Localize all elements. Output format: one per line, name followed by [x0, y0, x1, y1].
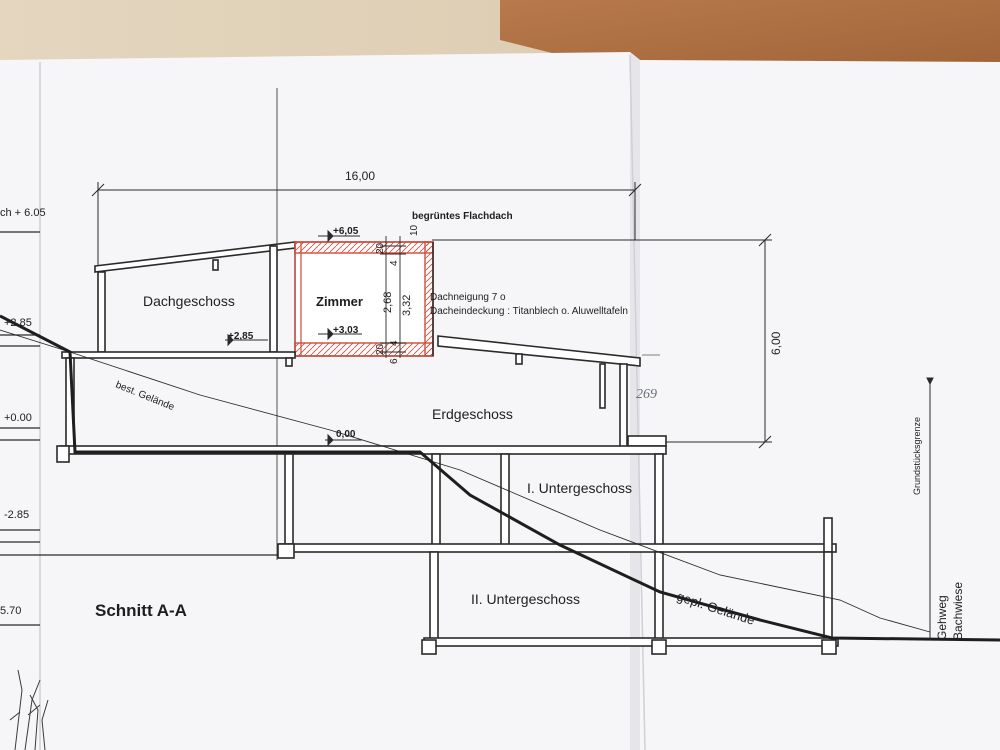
level-zimmer-floor-label: +3,03: [333, 325, 359, 336]
planned-terrain-line: [0, 314, 1000, 642]
level-zero-label: 0,00: [336, 429, 356, 440]
zimmer-dim-right-mid: 3,32: [401, 295, 413, 316]
roof-note-neigung: Dachneigung 7 o: [430, 292, 506, 303]
zimmer-room: [294, 241, 434, 357]
level-top-label: +6,05: [333, 226, 359, 237]
paper-fold-line: [629, 54, 646, 750]
dimension-overall-height: [432, 233, 772, 449]
zimmer-dim-right-4a: 4: [389, 260, 400, 266]
plant-sketch: [9, 669, 49, 750]
scale-label-ug2: 5.70: [0, 605, 21, 617]
zimmer-dim-right-6: 6: [389, 358, 400, 364]
zimmer-dim-left-top: 20: [375, 242, 386, 254]
boundary-label: Grundstücksgrenze: [912, 417, 922, 495]
floor-label-erdgeschoss: Erdgeschoss: [432, 406, 513, 422]
street-label-gehweg: Gehweg: [935, 595, 949, 640]
existing-terrain-line: [0, 329, 931, 633]
level-markers: [225, 229, 362, 447]
scale-label-top: ch + 6.05: [0, 207, 46, 219]
zimmer-dim-left-bottom: 20: [375, 343, 386, 355]
drawing-title: Schnitt A-A: [95, 601, 187, 620]
street-label-bachwiese: Bachwiese: [951, 582, 965, 640]
floor-label-zimmer: Zimmer: [316, 294, 363, 309]
dimension-width-label: 16,00: [345, 169, 375, 183]
paper-sheet: [0, 52, 1000, 750]
zimmer-dim-right-4b: 4: [389, 340, 400, 346]
paper-fold-shade: [630, 52, 640, 750]
roof-note-deckung: Dacheindeckung : Titanblech o. Aluwellta…: [430, 306, 628, 317]
scale-label-zero: +0.00: [4, 412, 32, 424]
dimension-height-label: 6,00: [769, 331, 783, 355]
zimmer-dim-left-mid: 2,68: [382, 292, 394, 313]
floor-label-dachgeschoss: Dachgeschoss: [143, 293, 235, 309]
handwritten-note: 269: [636, 387, 657, 402]
roof-note-flachdach: begrüntes Flachdach: [412, 211, 513, 222]
zimmer-dimension-lines: [380, 236, 406, 358]
level-dach-label: +2,85: [228, 331, 254, 342]
floor-label-untergeschoss-2: II. Untergeschoss: [471, 591, 580, 607]
scale-label-ug1: -2.85: [4, 509, 29, 521]
dimension-overall-width: [91, 182, 642, 265]
property-boundary-marker: [926, 377, 934, 640]
floor-label-untergeschoss-1: I. Untergeschoss: [527, 480, 632, 496]
left-scale: [0, 231, 280, 626]
zimmer-dim-right-10: 10: [409, 224, 420, 236]
